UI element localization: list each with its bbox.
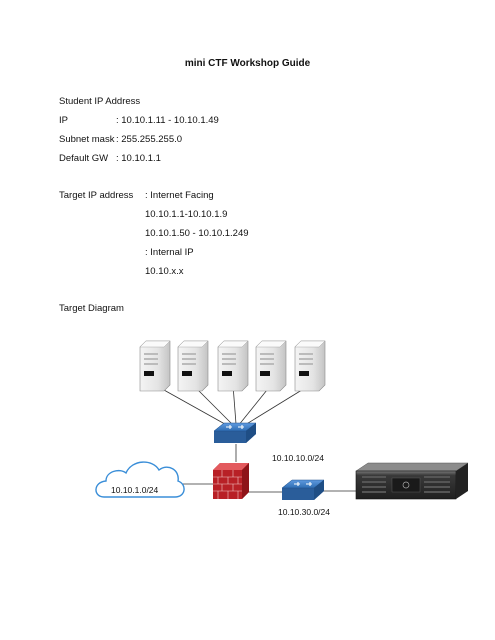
tower-server-icon: [294, 340, 326, 392]
target-line-internal-range: 10.10.x.x: [145, 266, 184, 277]
ip-label: IP: [59, 115, 68, 126]
student-heading: Student IP Address: [59, 96, 141, 107]
subnet-mask-value: : 255.255.255.0: [116, 134, 183, 145]
default-gw-value: : 10.10.1.1: [116, 153, 161, 164]
default-gw-label: Default GW: [59, 153, 109, 164]
ip-value: : 10.10.1.11 - 10.10.1.49: [116, 115, 219, 126]
internal-switch-icon: [281, 479, 325, 500]
tower-server-icon: [255, 340, 287, 392]
target-line-internal-ip: : Internal IP: [145, 247, 194, 258]
subnet-mask-label: Subnet mask: [59, 134, 115, 145]
tower-server-icon: [177, 340, 209, 392]
cloud-network-label: 10.10.1.0/24: [111, 485, 159, 495]
internet-cloud-icon: [95, 461, 185, 498]
tower-servers: [139, 340, 326, 392]
core-switch-icon: [213, 422, 257, 443]
target-line-range-1: 10.10.1.1-10.10.1.9: [145, 209, 228, 220]
rack-server-icon: [355, 462, 469, 500]
target-line-range-2: 10.10.1.50 - 10.10.1.249: [145, 228, 249, 239]
firewall-icon: [213, 463, 249, 499]
tower-server-icon: [217, 340, 249, 392]
target-ip-label: Target IP address: [59, 190, 134, 201]
connection-lines: [154, 384, 356, 493]
target-line-internet-facing: : Internet Facing: [145, 190, 214, 201]
tower-server-icon: [139, 340, 171, 392]
page-title: mini CTF Workshop Guide: [184, 58, 311, 69]
diagram-heading: Target Diagram: [59, 303, 124, 314]
network-10-10-30-label: 10.10.30.0/24: [278, 507, 330, 517]
network-10-10-10-label: 10.10.10.0/24: [272, 453, 324, 463]
